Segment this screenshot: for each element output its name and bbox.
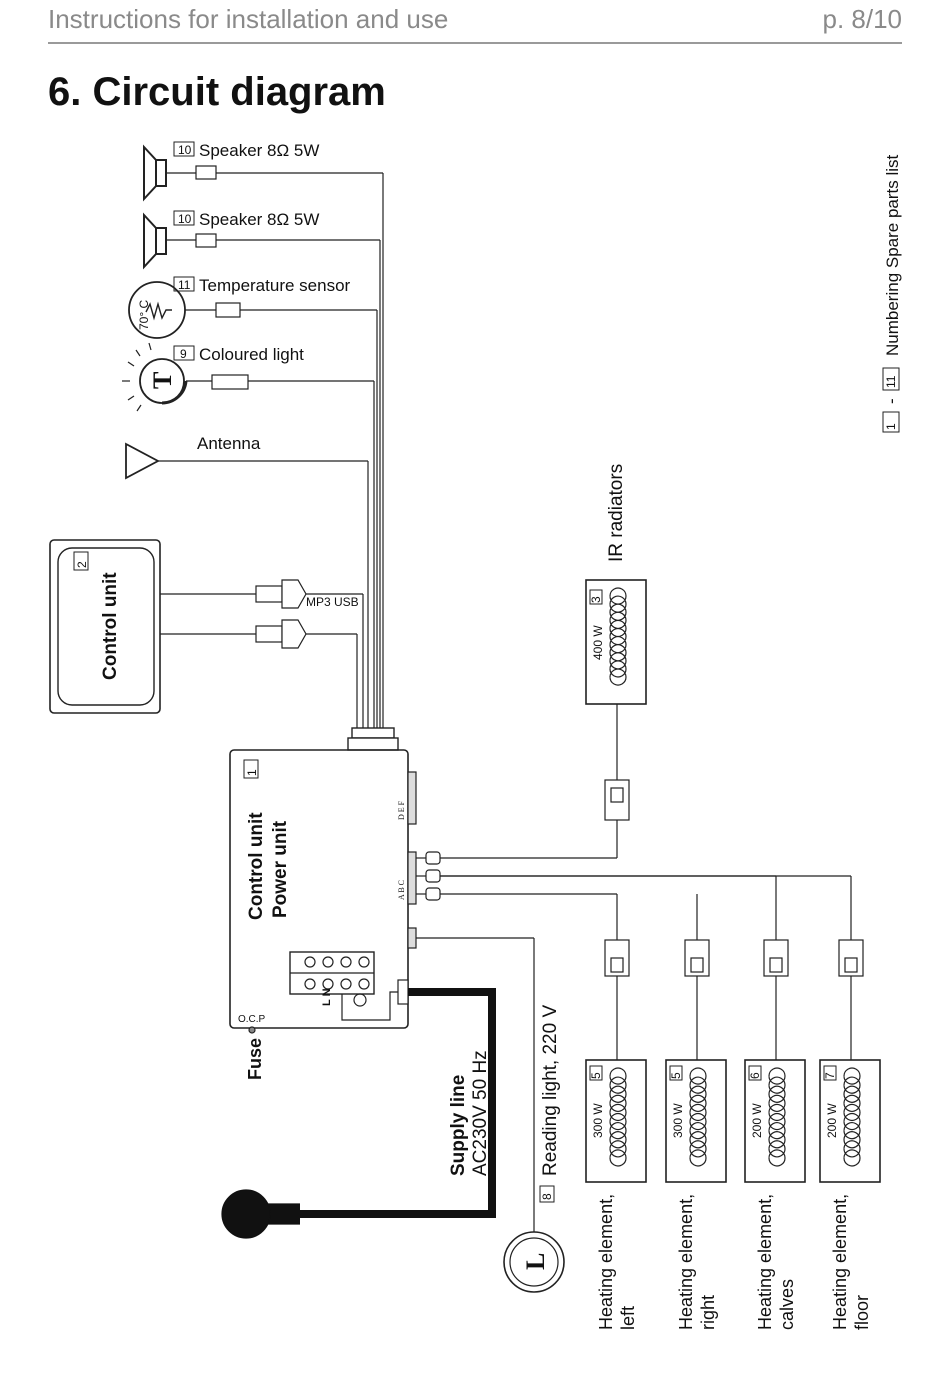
heater-label-line2: right <box>698 1295 718 1330</box>
temperature-sensor-label: Temperature sensor <box>199 276 351 295</box>
heater-power: 200 W <box>825 1103 839 1138</box>
temperature-sensor-marking: 70° C <box>137 300 151 330</box>
heater-label-line2: left <box>618 1306 638 1330</box>
power-unit-line2: Power unit <box>270 820 291 918</box>
legend-to: 11 <box>884 375 898 388</box>
speaker-2-label: Speaker 8Ω 5W <box>199 210 319 229</box>
reading-light <box>416 937 565 1293</box>
supply-cable <box>221 988 496 1239</box>
coloured-light-number: 9 <box>180 347 187 361</box>
speaker-1 <box>143 141 383 202</box>
ir-radiator <box>585 579 647 821</box>
power-unit-line1: Control unit <box>246 812 267 920</box>
l-n-label: L N <box>321 988 333 1006</box>
legend-from: 1 <box>884 423 898 430</box>
heater-power: 300 W <box>591 1103 605 1138</box>
ir-radiators-label: IR radiators <box>606 464 627 562</box>
control-unit-panel <box>49 539 363 714</box>
reading-light-number: 8 <box>540 1193 554 1200</box>
reading-light-symbol: L <box>521 1253 550 1270</box>
heater-power: 200 W <box>750 1103 764 1138</box>
terminals-def: D E F <box>397 800 406 820</box>
section-title: 6. Circuit diagram <box>48 70 386 114</box>
terminals-abc: A B C <box>397 880 406 900</box>
reading-light-label: Reading light, 220 V <box>540 1005 561 1176</box>
mp3-usb-label: MP3 USB <box>306 595 359 609</box>
ocp-label: O.C.P <box>238 1014 266 1025</box>
heater-power: 300 W <box>671 1103 685 1138</box>
heater-number: 5 <box>669 1072 683 1079</box>
legend-boxes <box>882 367 900 433</box>
legend-sep: - <box>882 398 901 404</box>
control-panel-label: Control unit <box>100 572 121 680</box>
header-divider <box>48 42 902 44</box>
wire-bundle <box>356 173 384 728</box>
ir-radiator-number: 3 <box>589 596 603 603</box>
heater-label-line1: Heating element, <box>596 1194 616 1330</box>
cable-gland <box>347 727 399 751</box>
page-number: p. 8/10 <box>822 4 902 34</box>
antenna <box>125 442 368 480</box>
power-unit <box>229 749 417 1034</box>
heater-label-line1: Heating element, <box>755 1194 775 1330</box>
heater-label-line2: floor <box>852 1295 872 1330</box>
temperature-sensor <box>128 276 377 339</box>
control-panel-number: 2 <box>75 561 89 568</box>
heater-connectors <box>604 939 864 1060</box>
light-symbol: T <box>148 372 177 389</box>
speaker-2-number: 10 <box>178 212 192 226</box>
heater-number: 7 <box>823 1072 837 1079</box>
speaker-1-label: Speaker 8Ω 5W <box>199 141 319 160</box>
power-unit-number: 1 <box>245 769 259 776</box>
antenna-label: Antenna <box>197 434 261 453</box>
coloured-light-label: Coloured light <box>199 345 304 364</box>
speaker-1-number: 10 <box>178 143 192 157</box>
heater-coils <box>609 1067 861 1167</box>
heater-label-line1: Heating element, <box>676 1194 696 1330</box>
coloured-light <box>122 342 374 412</box>
heater-label-line2: calves <box>777 1279 797 1330</box>
legend-text: Numbering Spare parts list <box>883 154 902 356</box>
ir-radiator-power: 400 W <box>591 625 605 660</box>
heater-number: 5 <box>589 1072 603 1079</box>
temperature-sensor-number: 11 <box>178 278 191 292</box>
heater-number: 6 <box>748 1072 762 1079</box>
fuse-label: Fuse <box>245 1038 265 1080</box>
supply-line-label: Supply line <box>448 1075 469 1176</box>
header-title: Instructions for installation and use <box>48 4 449 34</box>
speaker-2 <box>143 210 380 270</box>
heater-number-boxes <box>589 1065 837 1081</box>
abc-wires <box>416 820 852 940</box>
heater-label-line1: Heating element, <box>830 1194 850 1330</box>
supply-line-voltage: AC230V 50 Hz <box>470 1050 491 1176</box>
